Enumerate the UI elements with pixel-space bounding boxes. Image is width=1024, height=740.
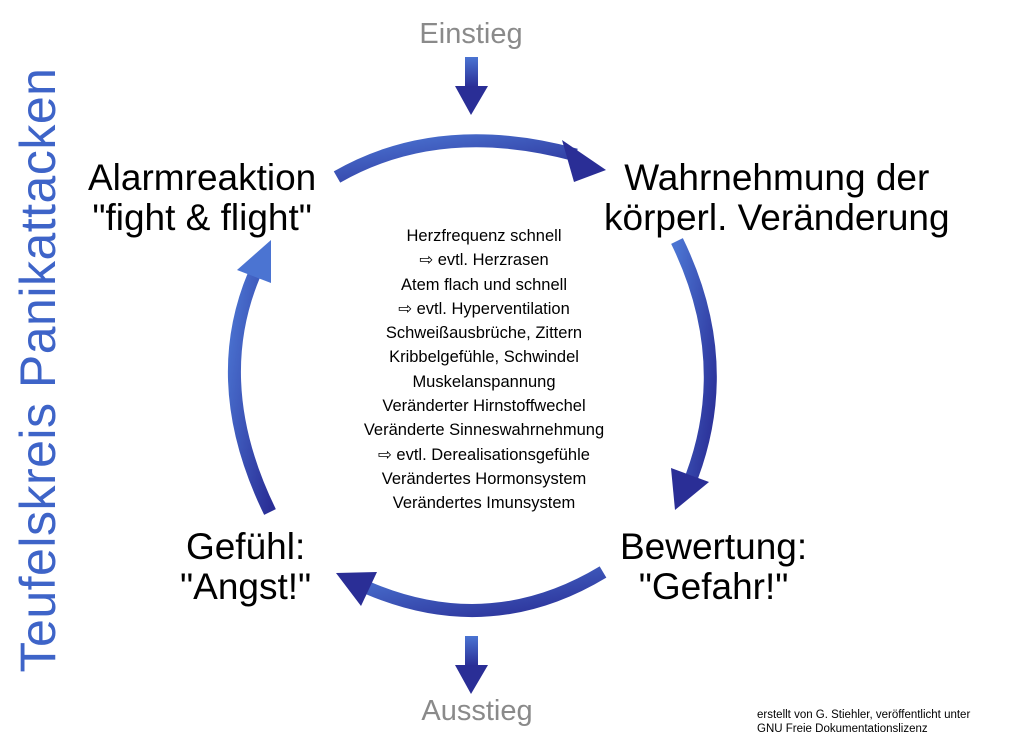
node-evaluation-line1: Bewertung: xyxy=(620,526,808,567)
node-alarm-line1: Alarmreaktion xyxy=(88,157,317,198)
symptom-item: Verändertes Imunsystem xyxy=(392,494,576,513)
node-feeling-line1: Gefühl: xyxy=(185,526,306,567)
node-feeling-line2: "Angst!" xyxy=(180,566,312,607)
node-feeling: Gefühl: "Angst!" xyxy=(180,527,311,607)
arrow-alarm-to-perception xyxy=(333,134,606,183)
node-perception-line2: körperl. Veränderung xyxy=(604,197,950,238)
arrow-evaluation-to-feeling xyxy=(336,566,607,618)
diagram-title: Teufelskreis Panikattacken xyxy=(10,67,66,673)
symptom-item: ⇨ evtl. Derealisationsgefühle xyxy=(378,445,590,464)
symptom-item: Veränderter Hirnstoffwechel xyxy=(382,397,586,416)
node-alarm-reaction: Alarmreaktion "fight & flight" xyxy=(88,158,316,238)
symptom-item: ⇨ evtl. Hyperventilation xyxy=(398,299,570,318)
node-perception-line1: Wahrnehmung der xyxy=(624,157,930,198)
symptom-item: Atem flach und schnell xyxy=(400,275,567,294)
node-alarm-line2: "fight & flight" xyxy=(92,197,312,238)
symptom-item: Muskelanspannung xyxy=(412,372,556,391)
credit-line2: GNU Freie Dokumentationslizenz xyxy=(757,723,928,735)
credit-line1: erstellt von G. Stiehler, veröffentlicht… xyxy=(757,709,971,721)
symptom-item: Kribbelgefühle, Schwindel xyxy=(389,348,579,367)
exit-label: Ausstieg xyxy=(421,695,533,727)
credit-note: erstellt von G. Stiehler, veröffentlicht… xyxy=(757,708,970,736)
symptom-list: Herzfrequenz schnell ⇨ evtl. Herzrasen A… xyxy=(364,224,604,516)
symptom-item: Veränderte Sinneswahrnehmung xyxy=(363,421,605,440)
node-evaluation-line2: "Gefahr!" xyxy=(638,566,789,607)
arrow-feeling-to-alarm xyxy=(227,240,276,515)
symptom-item: ⇨ evtl. Herzrasen xyxy=(419,251,549,270)
entry-label: Einstieg xyxy=(419,18,523,50)
entry-arrow xyxy=(455,57,488,115)
arrow-perception-to-evaluation xyxy=(671,238,717,510)
symptom-item: Schweißausbrüche, Zittern xyxy=(385,324,583,343)
symptom-item: Herzfrequenz schnell xyxy=(406,227,562,245)
symptom-item: Verändertes Hormonsystem xyxy=(381,469,587,488)
node-evaluation: Bewertung: "Gefahr!" xyxy=(620,527,807,607)
node-perception: Wahrnehmung der körperl. Veränderung xyxy=(604,158,950,238)
exit-arrow xyxy=(455,636,488,694)
